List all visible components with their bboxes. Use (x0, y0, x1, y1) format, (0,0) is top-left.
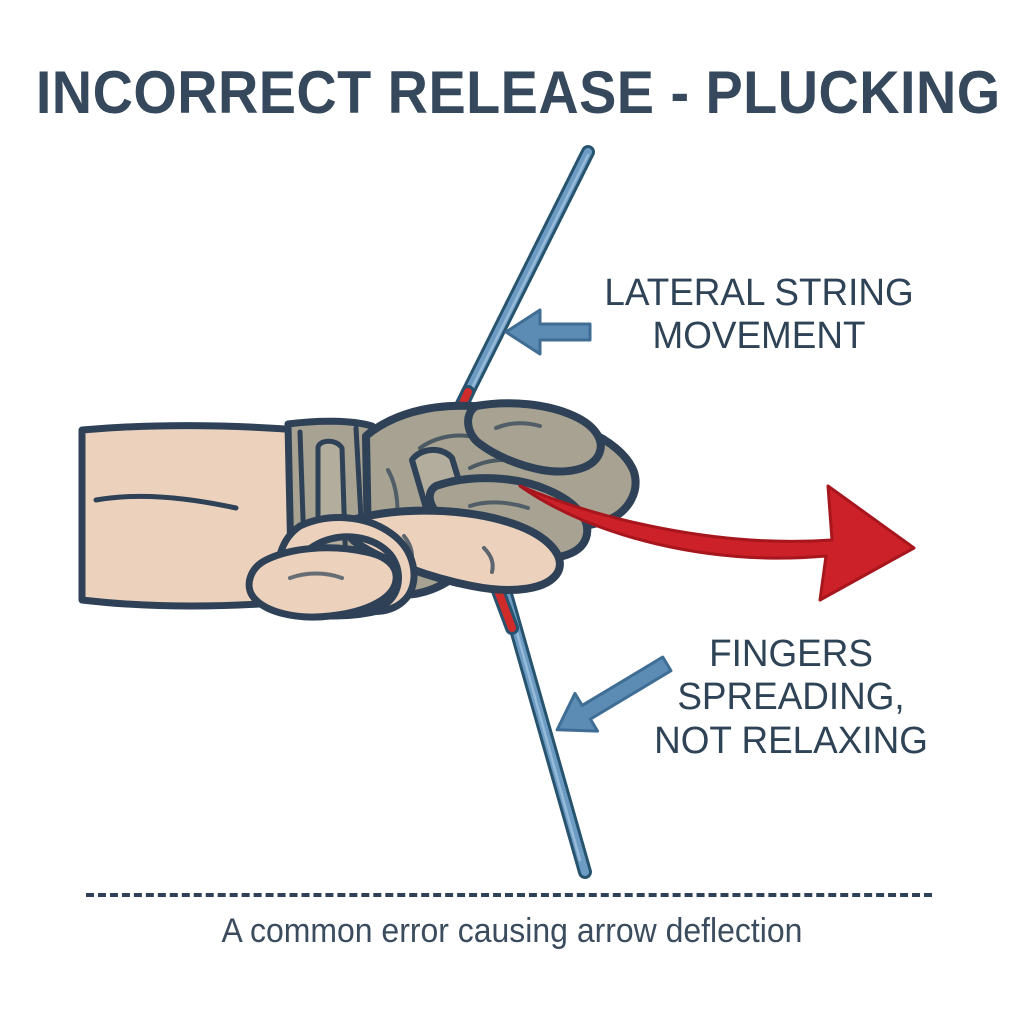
caption-divider (86, 893, 932, 897)
callout-fingers-spreading: FINGERS SPREADING, NOT RELAXING (654, 633, 928, 762)
pointer-arrow-lateral-string (504, 308, 592, 356)
caption-text: A common error causing arrow deflection (221, 912, 803, 950)
lateral-deflection-arrow (518, 484, 916, 602)
bowstring-upper (455, 145, 595, 411)
pointer-arrow-fingers-spreading (555, 655, 673, 733)
page-title: INCORRECT RELEASE - PLUCKING (35, 59, 1001, 126)
callout-lateral-string-movement: LATERAL STRING MOVEMENT (604, 272, 914, 358)
bare-finger-upper (341, 506, 564, 594)
palm-lower-edge (245, 544, 400, 621)
